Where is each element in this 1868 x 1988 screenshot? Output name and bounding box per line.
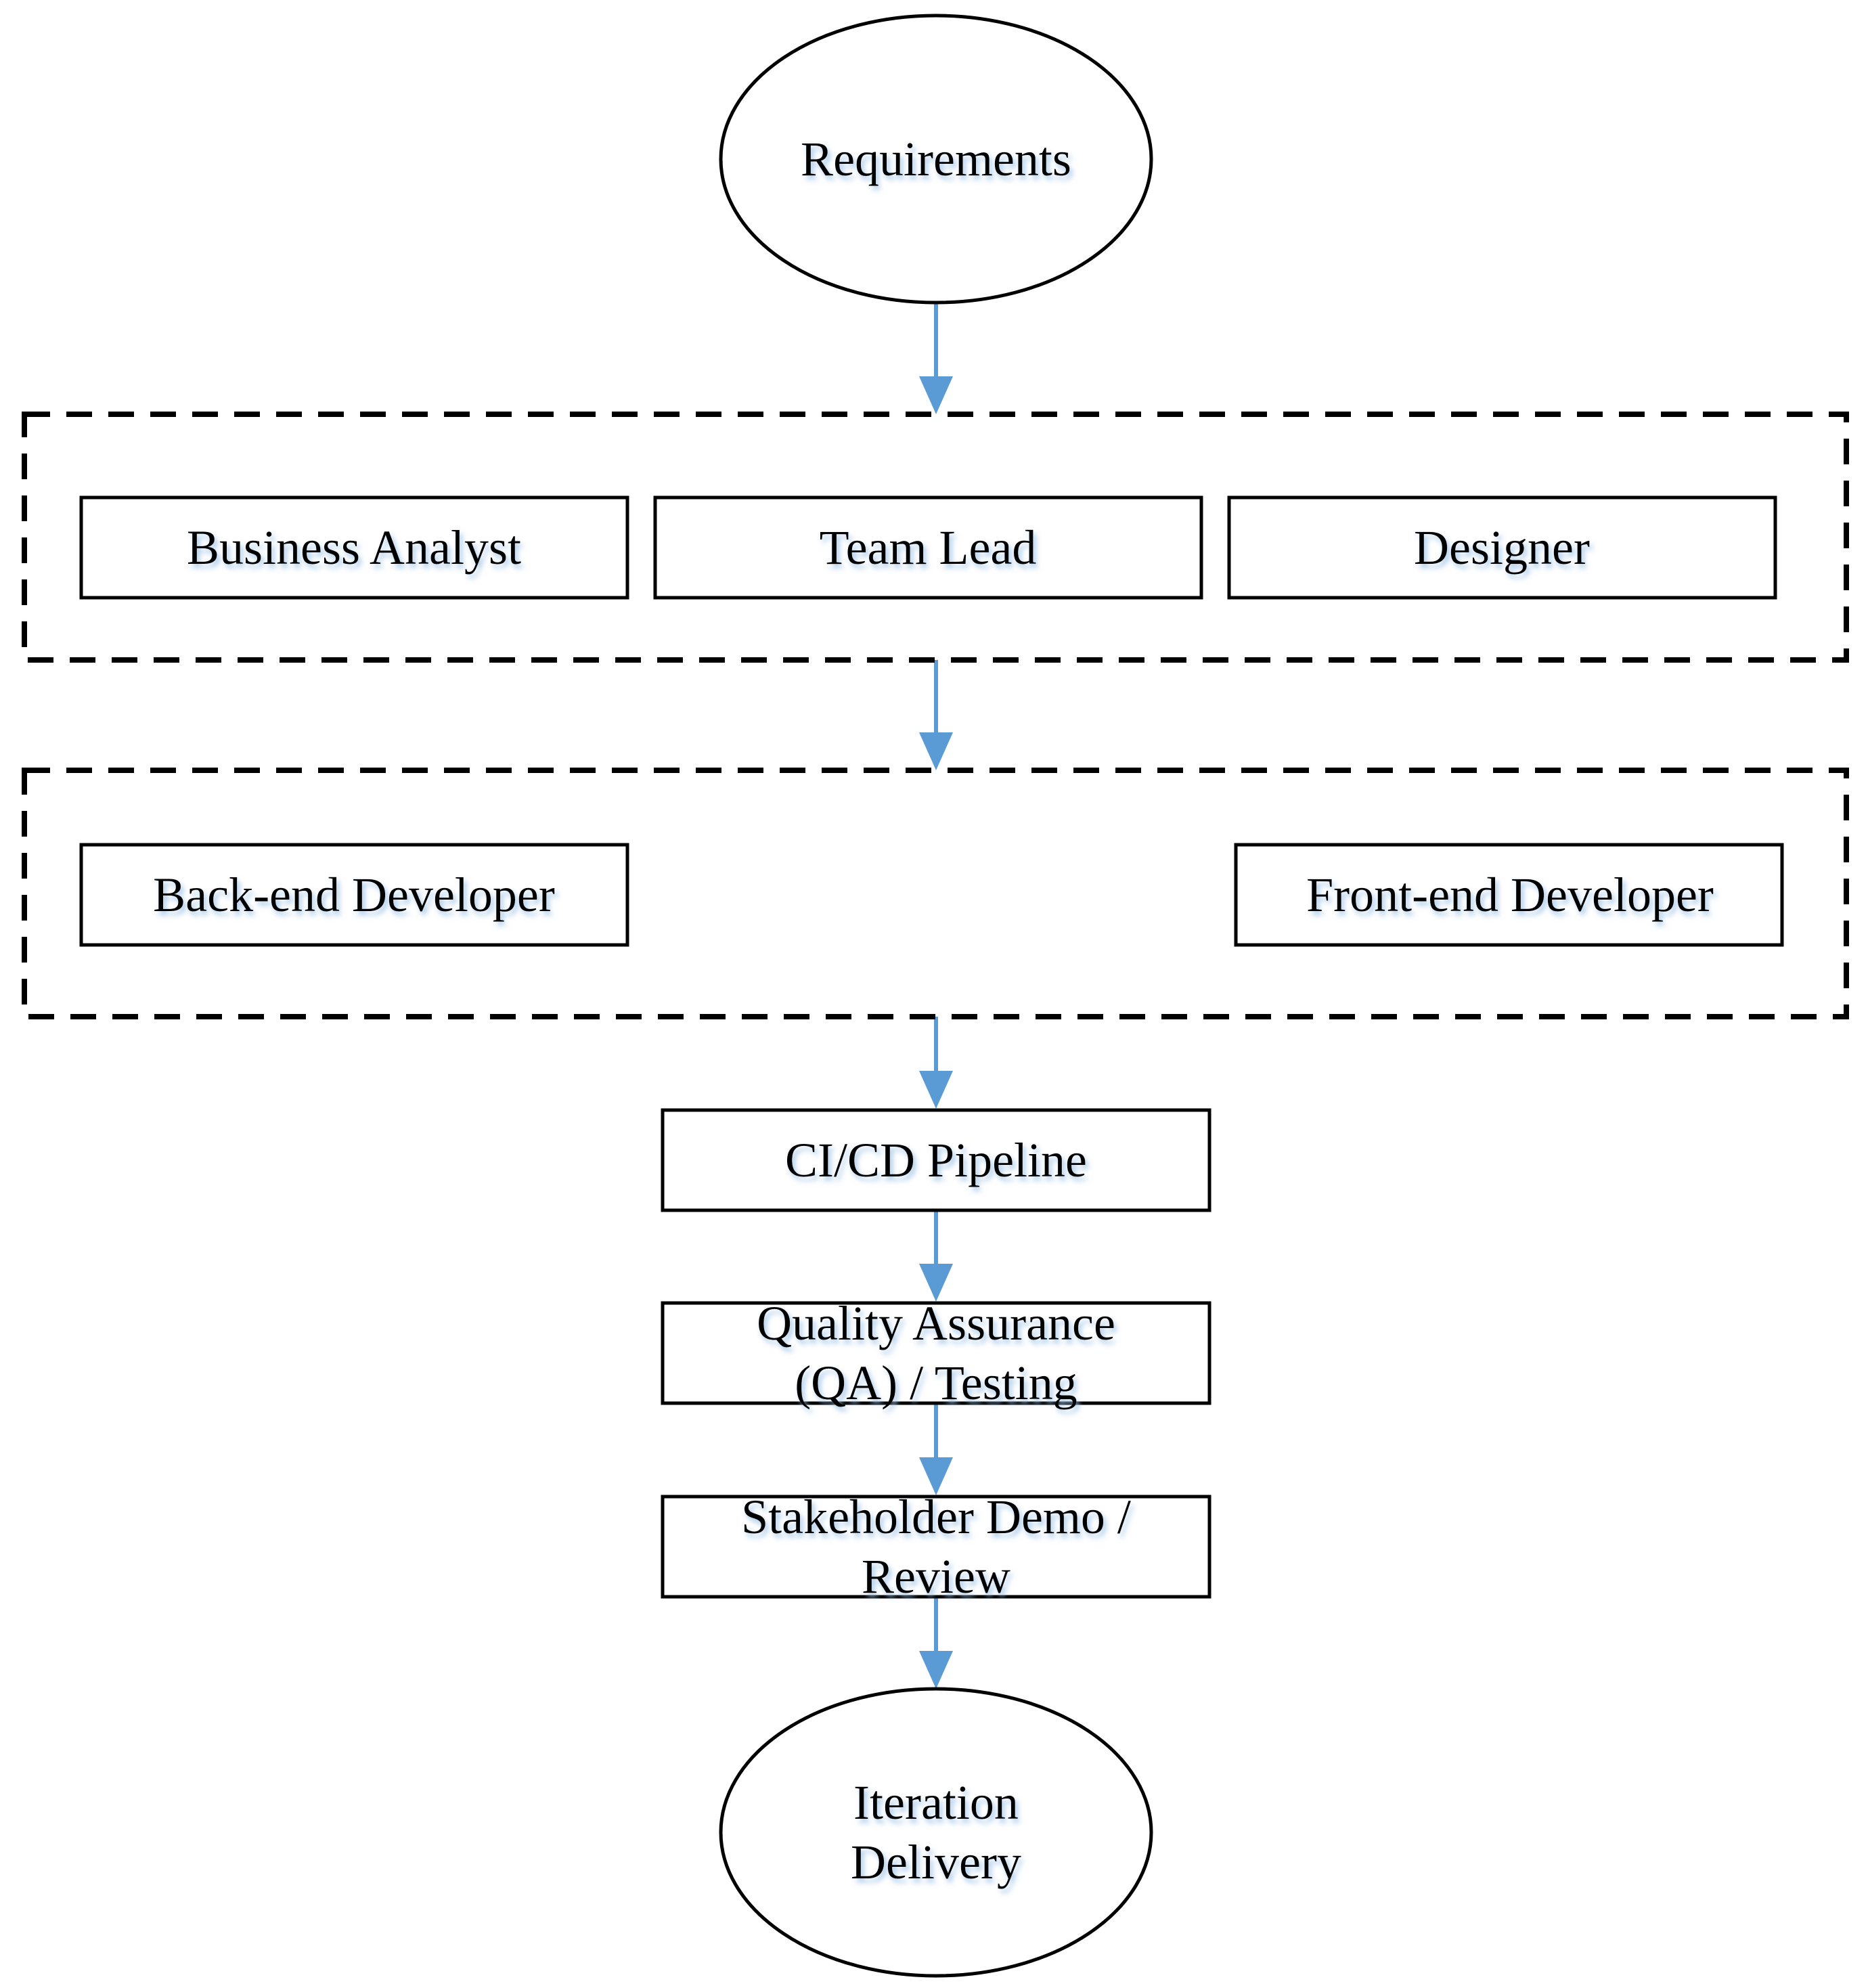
arrow-planning-to-development	[919, 660, 953, 770]
node-team-lead: Team Lead	[653, 495, 1203, 600]
node-frontend-developer: Front-end Developer	[1234, 843, 1784, 947]
connectors	[919, 303, 953, 1689]
node-designer: Designer	[1227, 495, 1777, 600]
planning-group-frame	[22, 412, 1849, 663]
node-stakeholder-demo-label: Stakeholder Demo /Review	[741, 1490, 1131, 1604]
node-stakeholder-demo-label-line-2: Review	[862, 1549, 1010, 1604]
node-business-analyst-label: Business Analyst	[187, 521, 521, 575]
arrow-development-to-cicd	[919, 1017, 953, 1109]
node-business-analyst: Business Analyst	[79, 495, 629, 600]
node-cicd-pipeline-label: CI/CD Pipeline	[785, 1133, 1087, 1187]
node-iteration-delivery-label-line-2: Delivery	[851, 1835, 1021, 1889]
node-stakeholder-demo: Stakeholder Demo /Review	[661, 1490, 1211, 1604]
node-qa-testing-label-line-2: (QA) / Testing	[795, 1356, 1077, 1410]
node-qa-testing: Quality Assurance (QA) / Testing	[661, 1296, 1211, 1410]
node-qa-testing-label: Quality Assurance (QA) / Testing	[757, 1296, 1115, 1410]
arrow-requirements-to-planning	[919, 303, 953, 414]
node-stakeholder-demo-label-line-1: Stakeholder Demo /	[741, 1490, 1131, 1544]
development-group-frame	[22, 768, 1849, 1019]
arrow-demo-to-delivery	[919, 1597, 953, 1689]
arrow-cicd-to-qa	[919, 1210, 953, 1302]
node-designer-label: Designer	[1414, 521, 1590, 575]
node-business-analyst-label-line-1: Business Analyst	[187, 521, 521, 575]
node-cicd-pipeline: CI/CD Pipeline	[661, 1108, 1211, 1212]
node-requirements-label: Requirements	[801, 132, 1071, 186]
node-requirements: Requirements	[719, 14, 1153, 305]
node-iteration-delivery-label-line-1: Iteration	[853, 1775, 1019, 1830]
node-requirements-label-line-1: Requirements	[801, 132, 1071, 186]
node-backend-developer: Back-end Developer	[79, 843, 629, 947]
node-frontend-developer-label-line-1: Front-end Developer	[1306, 868, 1714, 922]
node-team-lead-label-line-1: Team Lead	[820, 521, 1037, 575]
node-backend-developer-label-line-1: Back-end Developer	[153, 868, 555, 922]
node-frontend-developer-label: Front-end Developer	[1306, 868, 1714, 922]
arrow-qa-to-demo	[919, 1403, 953, 1495]
node-designer-label-line-1: Designer	[1414, 521, 1590, 575]
node-cicd-pipeline-label-line-1: CI/CD Pipeline	[785, 1133, 1087, 1187]
node-team-lead-label: Team Lead	[820, 521, 1037, 575]
node-qa-testing-label-line-1: Quality Assurance	[757, 1296, 1115, 1350]
node-backend-developer-label: Back-end Developer	[153, 868, 555, 922]
